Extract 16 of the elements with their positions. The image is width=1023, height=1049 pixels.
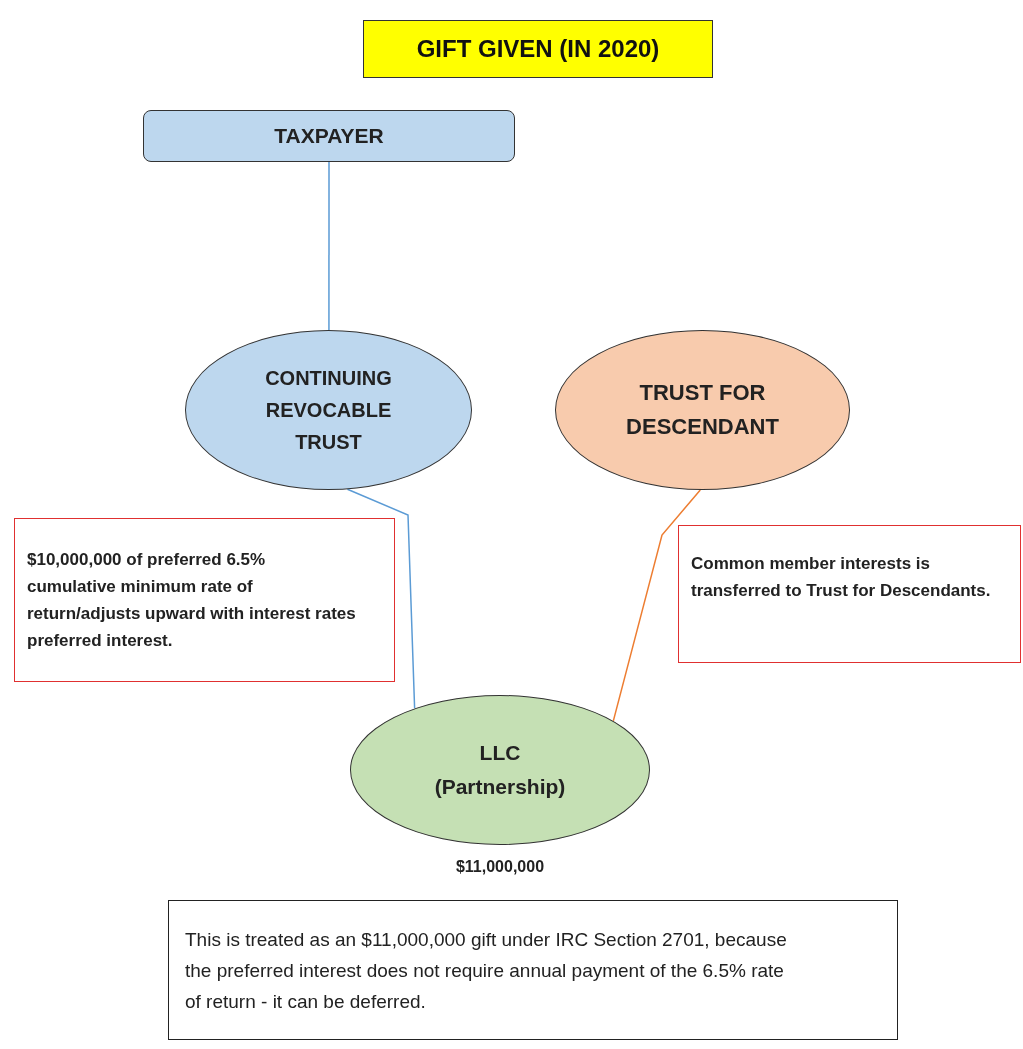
node-text: This is treated as an $11,000,000 gift under IRC Section 2701, because the preferred interest does not require annual payment of the 6.5% rate of return - it can be deferred. [185,927,788,1014]
connector-line [346,488,416,710]
connector-line [328,161,330,331]
summary-box [168,900,898,1040]
node-text: Common member interests is transferred to Trust for Descendants. [691,553,991,602]
node-text: TRUST FOR DESCENDANT [625,379,780,441]
title-box: GIFT GIVEN (IN 2020) [363,20,713,78]
node-text: LLC (Partnership) [433,740,567,800]
note-box [678,525,1021,663]
entity-box [143,110,515,162]
node-text: $10,000,000 of preferred 6.5% cumulative minimum rate of return/adjusts upward with interest rates preferred interest. [27,549,357,652]
node-text: TAXPAYER [274,123,384,150]
node-text: CONTINUING REVOCABLE TRUST [264,366,393,455]
note-box [14,518,395,682]
amount-label: $11,000,000 [454,857,546,877]
connector-line [612,489,702,722]
